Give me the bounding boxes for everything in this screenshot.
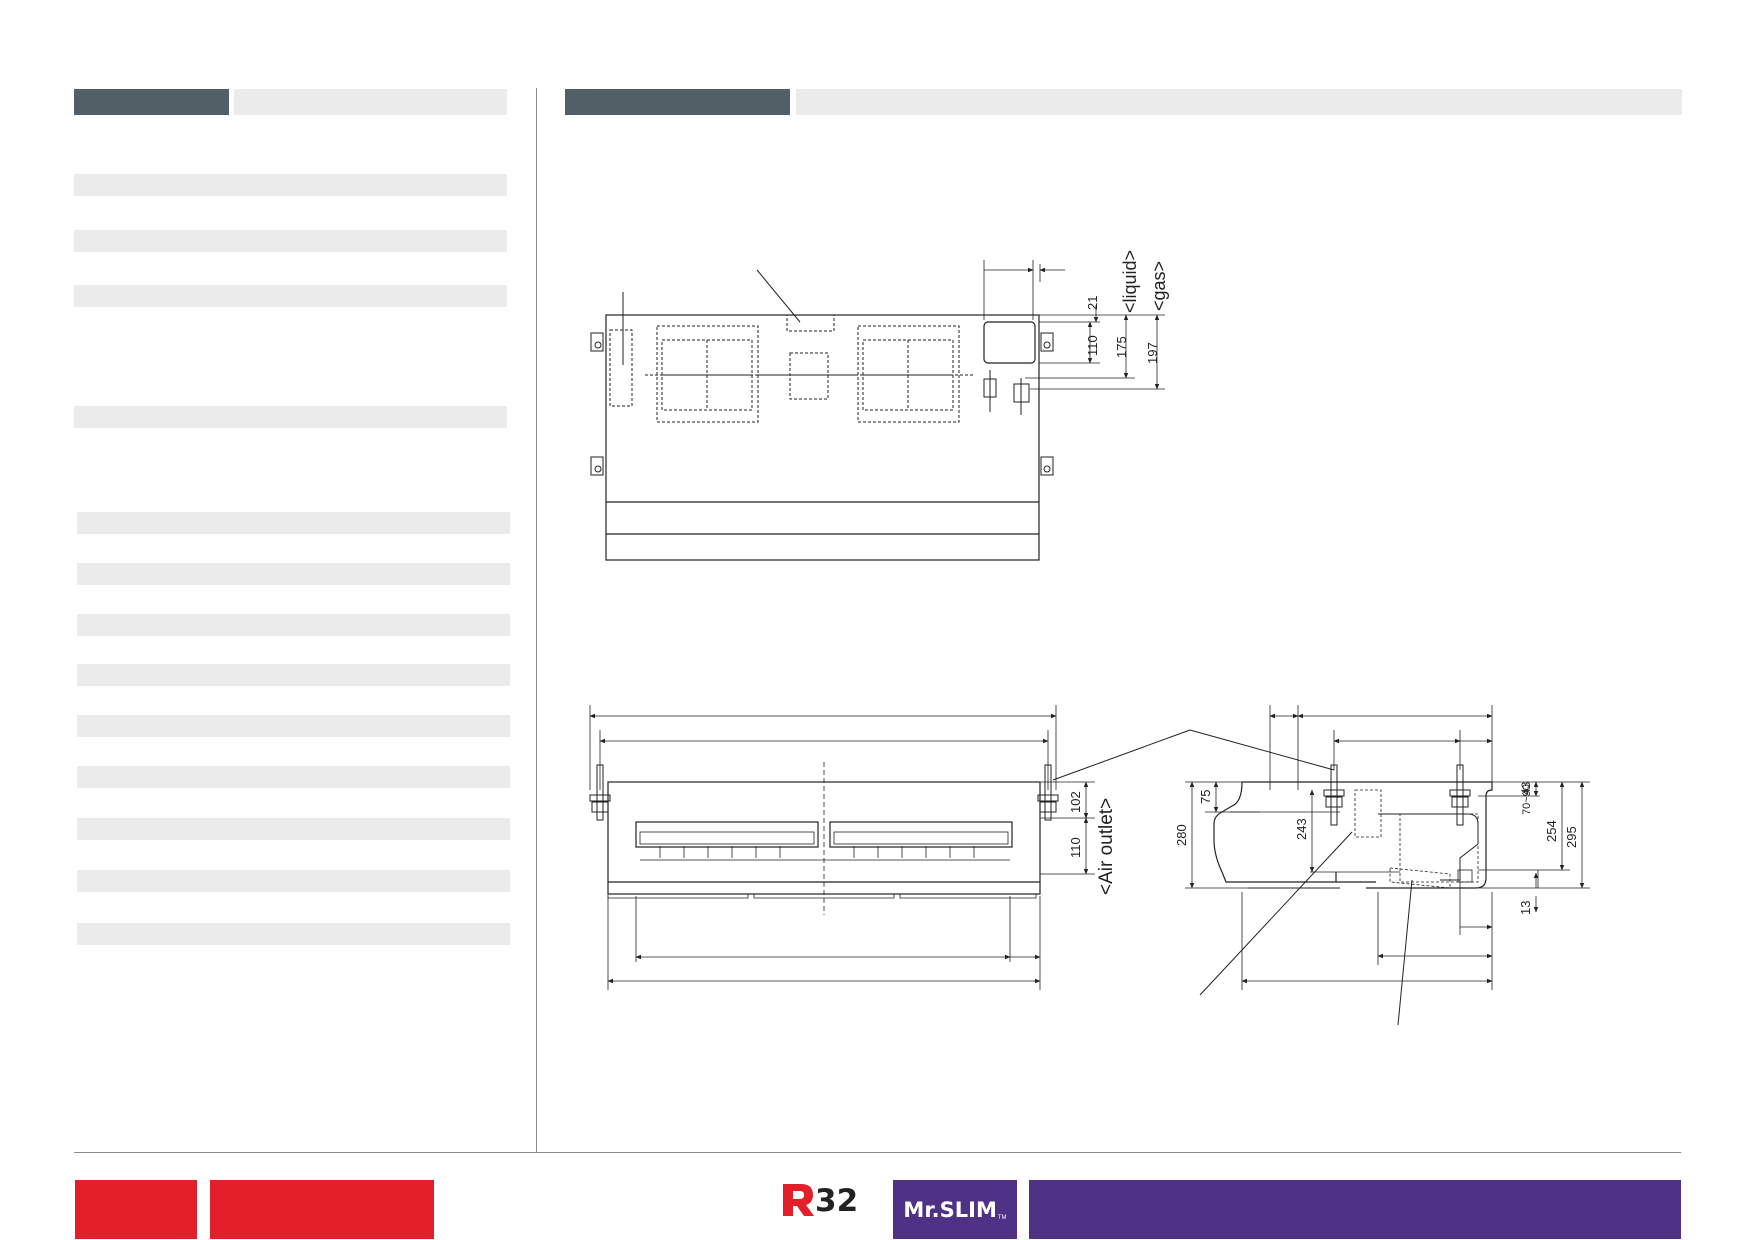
- dim-102: 102: [1068, 791, 1083, 813]
- right-header-bar: [796, 89, 1682, 115]
- r32-logo-text: 32: [815, 1183, 858, 1218]
- dim-280: 280: [1174, 824, 1189, 846]
- spec-table-row: [74, 406, 507, 428]
- label-gas: <gas>: [1149, 261, 1169, 311]
- spec-table-row: [77, 870, 510, 892]
- dim-254: 254: [1544, 820, 1559, 842]
- spec-table-row: [77, 923, 510, 945]
- spec-table-row: [77, 818, 510, 840]
- footer-red-block-small: [75, 1180, 197, 1239]
- dim-243: 243: [1294, 818, 1309, 840]
- dim-197: 197: [1145, 342, 1160, 364]
- spec-table-row: [74, 285, 507, 307]
- dim-75: 75: [1198, 790, 1213, 804]
- top-view-drawing: [590, 260, 1165, 561]
- dim-13: 13: [1518, 901, 1533, 915]
- dim-43: 43: [1519, 781, 1533, 795]
- spec-table-row: [74, 230, 507, 252]
- vertical-divider: [536, 88, 537, 1153]
- mr-slim-tm: TM: [997, 1215, 1007, 1221]
- label-liquid: <liquid>: [1120, 250, 1140, 313]
- hanging-bracket: [590, 332, 1054, 476]
- footer-purple-bar: [1029, 1180, 1681, 1239]
- r32-logo: 32: [781, 1180, 871, 1219]
- mr-slim-logo-text: Mr.SLIM: [903, 1197, 997, 1222]
- footer-divider: [74, 1152, 1681, 1153]
- spec-table-row: [77, 766, 510, 788]
- spec-table-row: [77, 664, 510, 686]
- dim-110: 110: [1085, 335, 1100, 356]
- spec-table-row: [74, 174, 507, 196]
- label-air-outlet: <Air outlet>: [1096, 798, 1117, 895]
- left-header-tab: [74, 89, 229, 115]
- dim-70-90: 70~90: [1521, 784, 1533, 815]
- spec-table-row: [77, 715, 510, 737]
- side-view-drawing: [1185, 705, 1590, 1026]
- footer-red-block-large: [210, 1180, 434, 1239]
- dim-21: 21: [1085, 296, 1100, 310]
- dim-175: 175: [1114, 336, 1129, 358]
- spec-table-row: [77, 563, 510, 585]
- right-header-tab: [565, 89, 790, 115]
- dim-295: 295: [1564, 826, 1579, 848]
- spec-table-row: [77, 614, 510, 636]
- left-header-bar: [234, 89, 507, 115]
- dim-110-front: 110: [1068, 837, 1083, 858]
- front-view-drawing: [589, 705, 1191, 990]
- spec-table-row: [77, 512, 510, 534]
- mr-slim-logo: Mr.SLIM TM: [893, 1180, 1017, 1239]
